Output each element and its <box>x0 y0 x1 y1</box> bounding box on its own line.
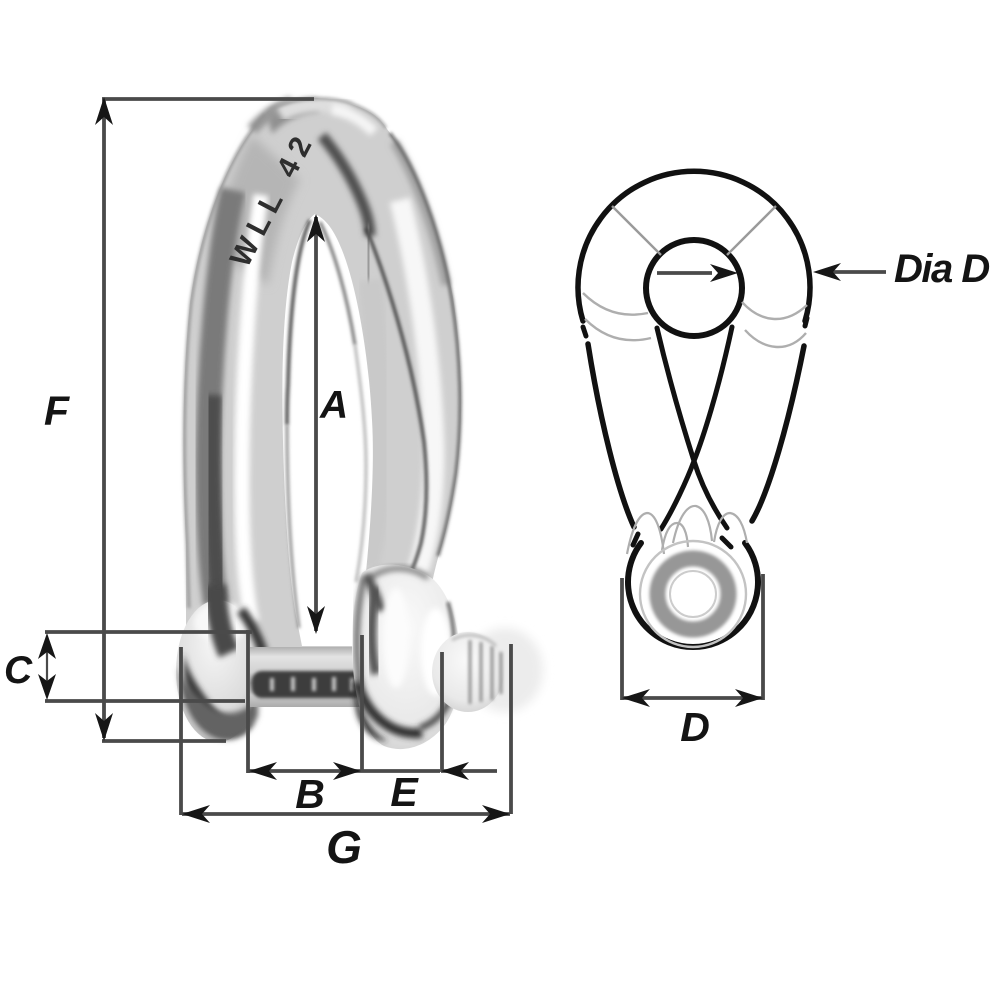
svg-text:D: D <box>680 704 710 750</box>
svg-text:Dia D: Dia D <box>894 247 989 291</box>
svg-text:F: F <box>44 388 70 434</box>
svg-text:B: B <box>295 771 325 817</box>
svg-text:C: C <box>4 649 33 692</box>
svg-text:G: G <box>326 821 362 873</box>
svg-text:E: E <box>390 769 419 815</box>
svg-text:A: A <box>319 384 348 427</box>
